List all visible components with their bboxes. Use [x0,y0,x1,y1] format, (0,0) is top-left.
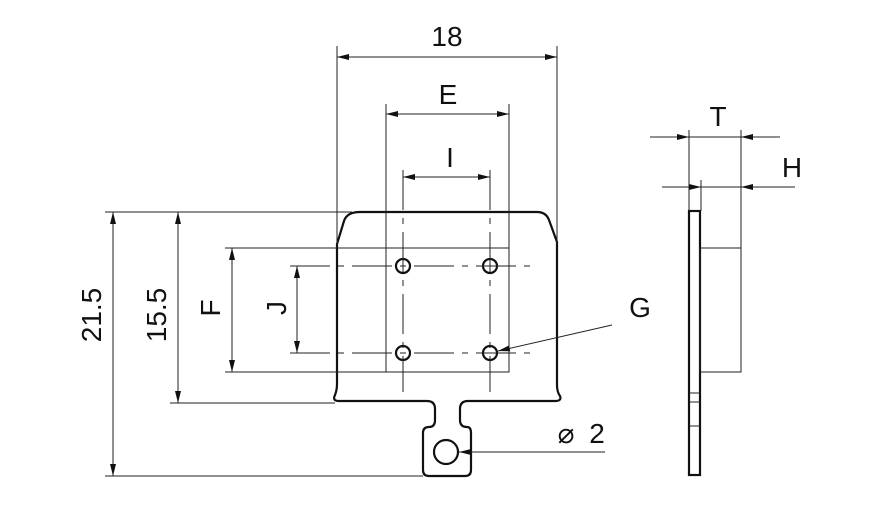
dim-H: H [782,152,802,183]
dim-J: J [261,301,292,315]
inner-pattern-rect [385,247,510,373]
side-block [699,247,742,373]
dim-E: E [439,79,458,110]
dim-height-body: 15.5 [141,288,172,343]
dimension-lines [110,54,613,476]
dim-height-total: 21.5 [76,288,107,343]
dim-T: T [709,101,726,132]
diameter-symbol: ⌀ [558,418,575,449]
plate-outline [333,210,562,478]
dim-I: I [446,142,454,173]
dim-hole-diameter: 2 [589,418,605,449]
label-G: G [629,292,651,323]
extension-lines [105,46,558,477]
dim-F: F [195,299,226,316]
side-plate [687,209,702,477]
hole-pattern [290,170,530,392]
mounting-hole [432,438,460,466]
side-view [650,130,795,477]
dim-width-total: 18 [431,21,462,52]
